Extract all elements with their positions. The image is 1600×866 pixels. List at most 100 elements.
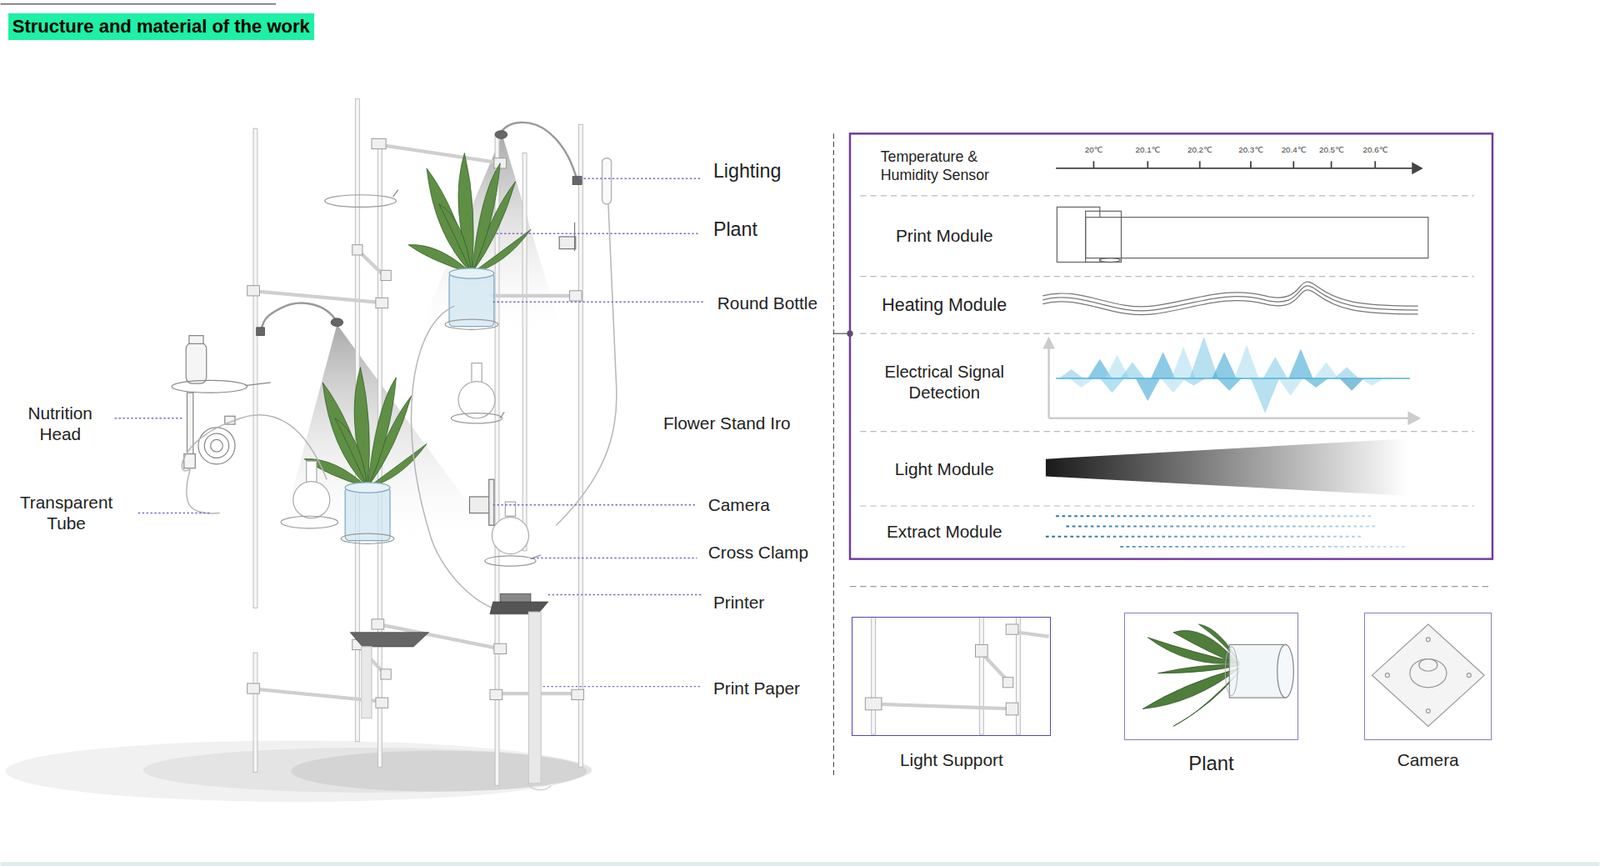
leader-line xyxy=(543,685,703,687)
print-paper xyxy=(528,611,541,784)
plant-figure xyxy=(1225,646,1238,696)
light-support-figure xyxy=(1005,702,1019,715)
nutrition-head xyxy=(210,439,224,452)
temperature-axis xyxy=(1146,160,1149,169)
camera xyxy=(469,496,490,514)
signal-wave xyxy=(1334,367,1359,379)
stand-bar xyxy=(250,290,384,304)
cross-clamp xyxy=(380,669,391,680)
heating-wire xyxy=(1042,281,1418,307)
light-cone xyxy=(277,324,488,546)
cross-clamp xyxy=(490,689,503,700)
box-caption: Camera xyxy=(1364,749,1492,771)
row-label: Temperature & Humidity Sensor xyxy=(880,147,1009,185)
scale-value: 20.6℃ xyxy=(1363,145,1389,155)
print-paper xyxy=(361,611,552,790)
camera-figure xyxy=(1425,709,1430,714)
signal-axis xyxy=(1049,417,1410,420)
stand-pole xyxy=(253,128,258,608)
gooseneck-lamp xyxy=(260,122,579,332)
module-row: Heating Module xyxy=(855,276,1034,335)
transparent-tube xyxy=(181,420,235,471)
cross-clamp xyxy=(247,683,260,694)
nutrition-head xyxy=(187,392,194,454)
callout-label: Cross Clamp xyxy=(708,542,809,564)
leader-line xyxy=(493,301,706,303)
signal-wave xyxy=(1055,336,1410,414)
camera-figure xyxy=(1410,659,1447,688)
callout-label: Lighting xyxy=(713,160,781,184)
row-separator xyxy=(860,195,1475,506)
gooseneck-lamp xyxy=(500,122,578,182)
leader-line xyxy=(138,512,210,514)
box-frame xyxy=(1364,612,1492,740)
transparent-tube xyxy=(181,158,616,613)
ground-shadow xyxy=(290,750,587,792)
callout-label: Flower Stand Iro xyxy=(663,413,791,435)
camera-figure xyxy=(1372,624,1485,726)
printer xyxy=(350,593,548,647)
camera xyxy=(489,479,495,525)
light-support-figure xyxy=(979,616,984,735)
signal-wave xyxy=(1217,378,1242,391)
printer xyxy=(350,632,429,647)
round-bottle xyxy=(471,363,482,384)
leader-line xyxy=(493,504,697,505)
bracket-line xyxy=(833,133,835,777)
stand-pole xyxy=(253,652,258,772)
camera xyxy=(574,222,575,251)
round-bottle xyxy=(530,555,541,560)
row-separator xyxy=(860,430,1475,432)
ground-shadow xyxy=(143,747,592,793)
row-label: Print Module xyxy=(895,225,994,247)
plant xyxy=(471,163,500,274)
camera-figure xyxy=(1425,637,1430,642)
callout-label: Plant xyxy=(713,218,758,242)
print-module-figure xyxy=(1056,206,1428,262)
module-panel xyxy=(850,133,1493,559)
light-support-figure xyxy=(871,616,1021,735)
signal-axis xyxy=(1047,345,1050,419)
temperature-axis xyxy=(1093,160,1095,169)
stand-pole xyxy=(522,153,527,551)
row-separator xyxy=(860,195,1475,196)
transparent-tube xyxy=(235,415,327,480)
signal-wave xyxy=(1150,351,1175,379)
cross-clamp xyxy=(571,689,585,700)
temperature-axis xyxy=(1055,167,1415,170)
extract-flow xyxy=(1045,515,1408,547)
light-cone xyxy=(416,135,560,337)
nutrition-head xyxy=(189,335,204,345)
round-bottle xyxy=(306,460,317,484)
lamp-head xyxy=(256,327,265,336)
scale-value: 20.2℃ xyxy=(1187,145,1213,155)
callout-label: Nutrition Head xyxy=(9,403,111,445)
transparent-tube xyxy=(602,158,612,205)
heating-wire xyxy=(1042,285,1418,311)
light-cone xyxy=(277,135,560,546)
cross-clamp xyxy=(371,138,386,149)
cross-clamp xyxy=(352,245,363,255)
light-support-figure xyxy=(975,644,988,657)
lamp-head xyxy=(495,130,508,140)
component-box: Light Support xyxy=(851,616,1051,772)
scale-value: 20.3℃ xyxy=(1238,145,1264,155)
row-label: Electrical Signal Detection xyxy=(862,361,1026,405)
box-frame xyxy=(851,616,1051,736)
temperature-axis xyxy=(1250,160,1252,169)
transparent-tube xyxy=(186,469,220,514)
top-rule xyxy=(0,3,276,5)
scale-value: 20.1℃ xyxy=(1135,145,1161,155)
callout-label: Transparent Tube xyxy=(10,492,123,535)
print-paper xyxy=(528,783,551,790)
light-support-figure xyxy=(865,616,1049,735)
round-bottle xyxy=(485,555,536,566)
component-box: Plant xyxy=(1124,612,1298,776)
extract-flow xyxy=(1055,515,1372,517)
round-bottle xyxy=(325,195,397,208)
signal-wave xyxy=(1069,378,1094,388)
cross-clamp xyxy=(494,643,507,654)
light-support-figure xyxy=(1003,677,1014,688)
extract-flow xyxy=(1120,545,1408,548)
